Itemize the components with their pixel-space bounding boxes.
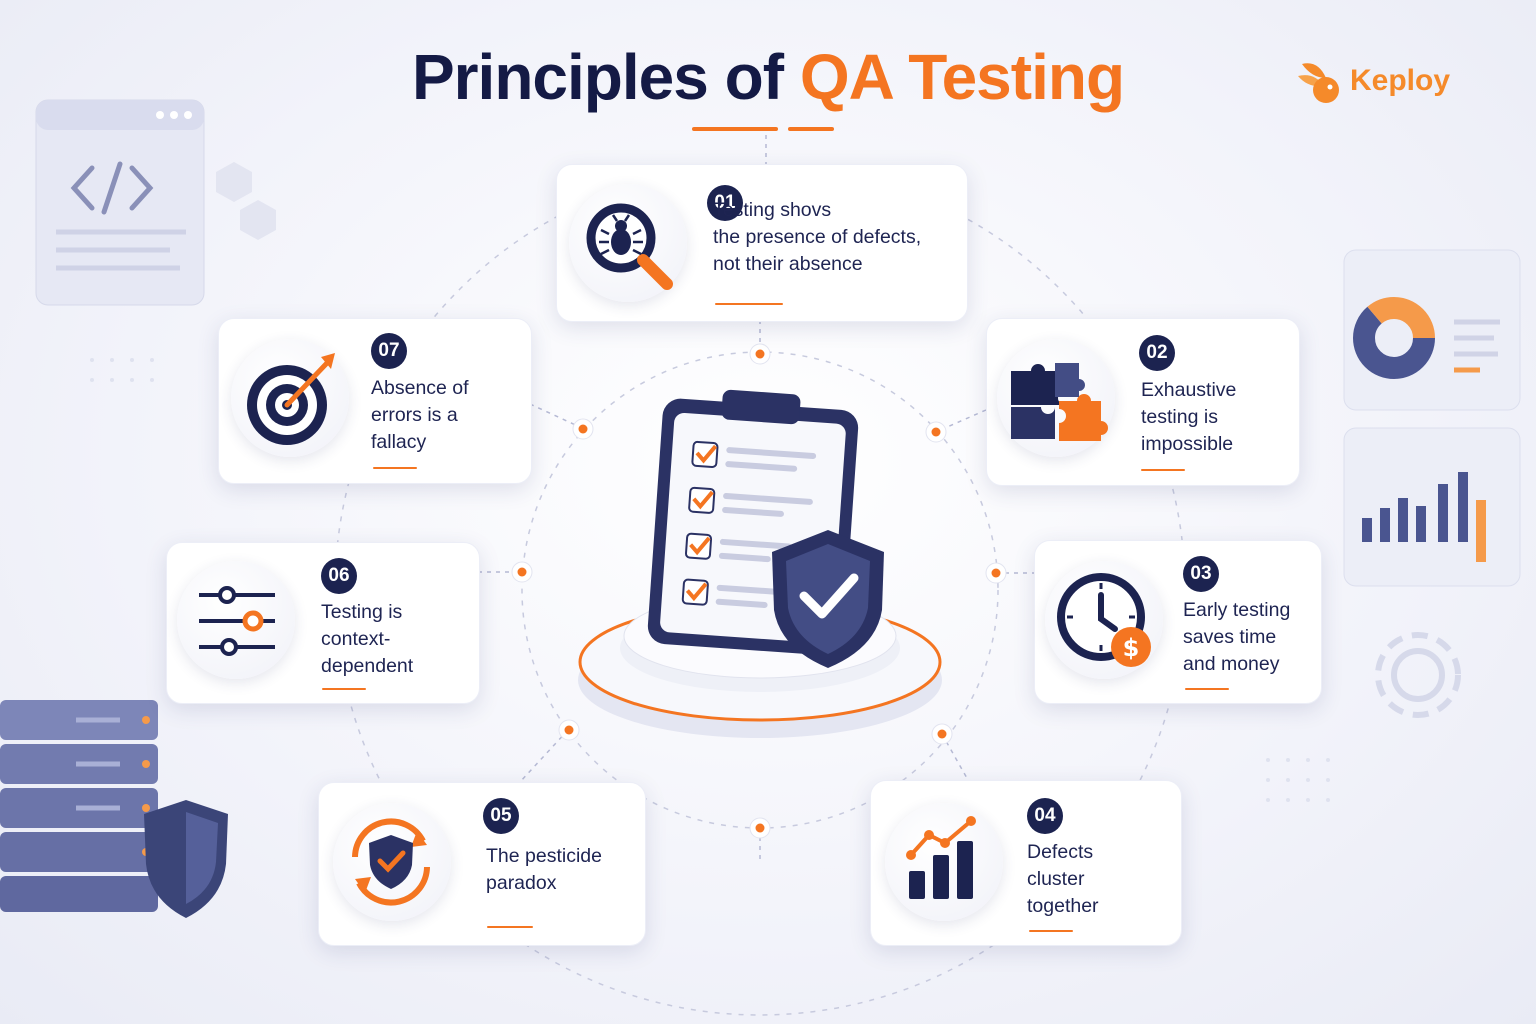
card-accent-line xyxy=(715,303,783,305)
principle-card-05[interactable]: 05 The pesticide paradox xyxy=(318,782,646,946)
dot-grid-decoration xyxy=(90,358,1330,802)
principle-icon xyxy=(177,561,295,679)
principle-card-04[interactable]: 04 Defects cluster together xyxy=(870,780,1182,946)
card-accent-line xyxy=(1185,688,1229,690)
target-arrow-icon xyxy=(247,353,335,445)
sliders-icon xyxy=(199,586,275,656)
principle-icon: $ xyxy=(1045,561,1163,679)
principle-card-03[interactable]: $ 03 Early testing saves time and money xyxy=(1034,540,1322,704)
principle-card-06[interactable]: 06 Testing is context- dependent xyxy=(166,542,480,704)
bar-chart-decoration xyxy=(1343,427,1521,587)
principle-number: 03 xyxy=(1183,556,1219,592)
card-accent-line xyxy=(1029,930,1073,932)
puzzle-icon xyxy=(1011,363,1108,441)
server-stack-icon xyxy=(0,700,158,912)
principle-icon xyxy=(569,184,687,302)
bar-chart-trend-icon xyxy=(906,816,976,899)
principle-text: Absence of errors is a fallacy xyxy=(371,377,469,453)
gear-icon xyxy=(1375,632,1461,718)
principle-number: 01 xyxy=(707,185,743,221)
title-part-2: QA Testing xyxy=(799,41,1125,113)
clipboard-checklist-shield-icon xyxy=(647,389,884,668)
clock-dollar-icon: $ xyxy=(1057,573,1151,667)
principle-text: Early testing saves time and money xyxy=(1183,599,1291,675)
card-accent-line xyxy=(487,926,533,928)
principle-number: 02 xyxy=(1139,335,1175,371)
principle-icon xyxy=(997,339,1115,457)
brand: Keploy xyxy=(1296,56,1450,106)
connector xyxy=(529,403,583,429)
card-accent-line xyxy=(373,467,417,469)
brand-name: Keploy xyxy=(1350,64,1451,97)
svg-text:$: $ xyxy=(1123,634,1140,662)
principle-number: 07 xyxy=(371,333,407,369)
title-underline xyxy=(692,127,778,131)
principle-text: Testing is context- dependent xyxy=(321,601,414,677)
principle-card-02[interactable]: 02 Exhaustive testing is impossible xyxy=(986,318,1300,486)
principle-text: Defects cluster together xyxy=(1027,841,1099,917)
connector xyxy=(519,729,569,783)
code-window-icon xyxy=(35,99,205,306)
card-accent-line xyxy=(322,688,366,690)
shield-icon xyxy=(144,800,228,918)
principle-text: Exhaustive testing is impossible xyxy=(1141,379,1237,455)
shield-cycle-icon xyxy=(352,818,430,906)
principle-card-07[interactable]: 07 Absence of errors is a fallacy xyxy=(218,318,532,484)
principle-number: 05 xyxy=(483,798,519,834)
title-part-1: Principles of xyxy=(411,41,784,113)
card-accent-line xyxy=(1141,469,1185,471)
principle-text: Testing shovs the presence of defects, n… xyxy=(713,199,922,275)
donut-chart-decoration xyxy=(1343,249,1521,411)
principle-icon xyxy=(885,803,1003,921)
principle-card-01[interactable]: 01 Testing shovs the presence of defects… xyxy=(556,164,968,322)
hexagon-decoration xyxy=(216,162,276,240)
principle-number: 04 xyxy=(1027,798,1063,834)
page-title: Principles of QA Testing xyxy=(0,40,1536,114)
principle-icon xyxy=(231,339,349,457)
title-underline xyxy=(788,127,834,131)
rabbit-logo-icon xyxy=(1298,63,1339,103)
principle-icon xyxy=(333,803,451,921)
principle-number: 06 xyxy=(321,558,357,594)
orbit-node xyxy=(511,343,1007,839)
bug-magnifier-icon xyxy=(586,203,673,290)
principle-text: The pesticide paradox xyxy=(486,845,602,894)
